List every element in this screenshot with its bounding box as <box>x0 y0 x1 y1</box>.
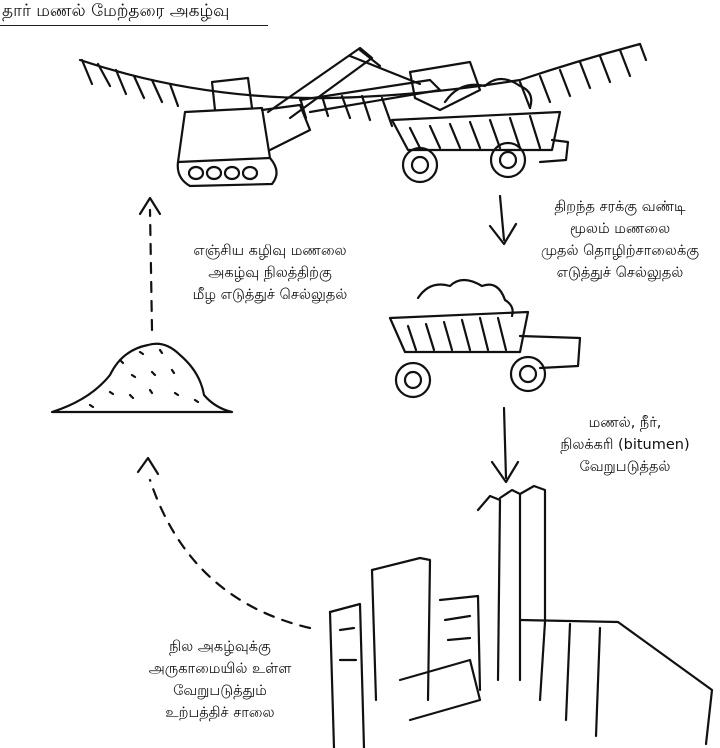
diagram-title: தார் மணல் மேற்தரை அகழ்வு <box>2 1 230 21</box>
caption-line: திறந்த சரக்கு வண்டி <box>554 199 686 215</box>
caption-haul: திறந்த சரக்கு வண்டி மூலம் மணலை முதல் தொழ… <box>520 196 720 284</box>
caption-line: உற்பத்திச் சாலை <box>165 705 275 721</box>
haul-truck-at-pit <box>390 77 570 184</box>
caption-line: அகழ்வு நிலத்திற்கு <box>208 265 332 281</box>
separation-plant <box>328 484 714 748</box>
caption-line: மணல், நீர், <box>588 415 662 431</box>
caption-line: எடுத்துச் செல்லுதல் <box>556 265 684 281</box>
caption-line: வேறுபடுத்தல் <box>579 459 671 475</box>
arrow-down-to-truck <box>488 194 518 246</box>
caption-line: எஞ்சிய கழிவு மணலை <box>193 243 347 259</box>
caption-return: எஞ்சிய கழிவு மணலை அகழ்வு நிலத்திற்கு மீழ… <box>165 240 375 306</box>
caption-line: நிலக்கரி (bitumen) <box>560 437 690 453</box>
caption-separate: மணல், நீர், நிலக்கரி (bitumen) வேறுபடுத்… <box>540 412 710 478</box>
caption-line: வேறுபடுத்தும் <box>173 683 267 699</box>
dashed-arrow-to-pile <box>136 456 312 630</box>
caption-line: மூலம் மணலை <box>569 221 671 237</box>
caption-line: அருகாமையில் உள்ள <box>148 661 292 677</box>
mine-pit-ground <box>78 42 648 128</box>
haul-truck-in-transit <box>388 278 582 399</box>
caption-line: மீழ எடுத்துச் செல்லுதல் <box>192 287 348 303</box>
caption-line: முதல் தொழிற்சாலைக்கு <box>540 243 700 259</box>
power-shovel-excavator <box>176 46 482 188</box>
title-underline <box>0 25 268 26</box>
waste-sand-pile <box>50 342 234 414</box>
caption-line: நில அகழ்வுக்கு <box>169 639 271 655</box>
dashed-arrow-to-pit <box>138 196 162 332</box>
arrow-down-to-plant <box>490 406 520 484</box>
caption-plant: நில அகழ்வுக்கு அருகாமையில் உள்ள வேறுபடுத… <box>125 636 315 724</box>
